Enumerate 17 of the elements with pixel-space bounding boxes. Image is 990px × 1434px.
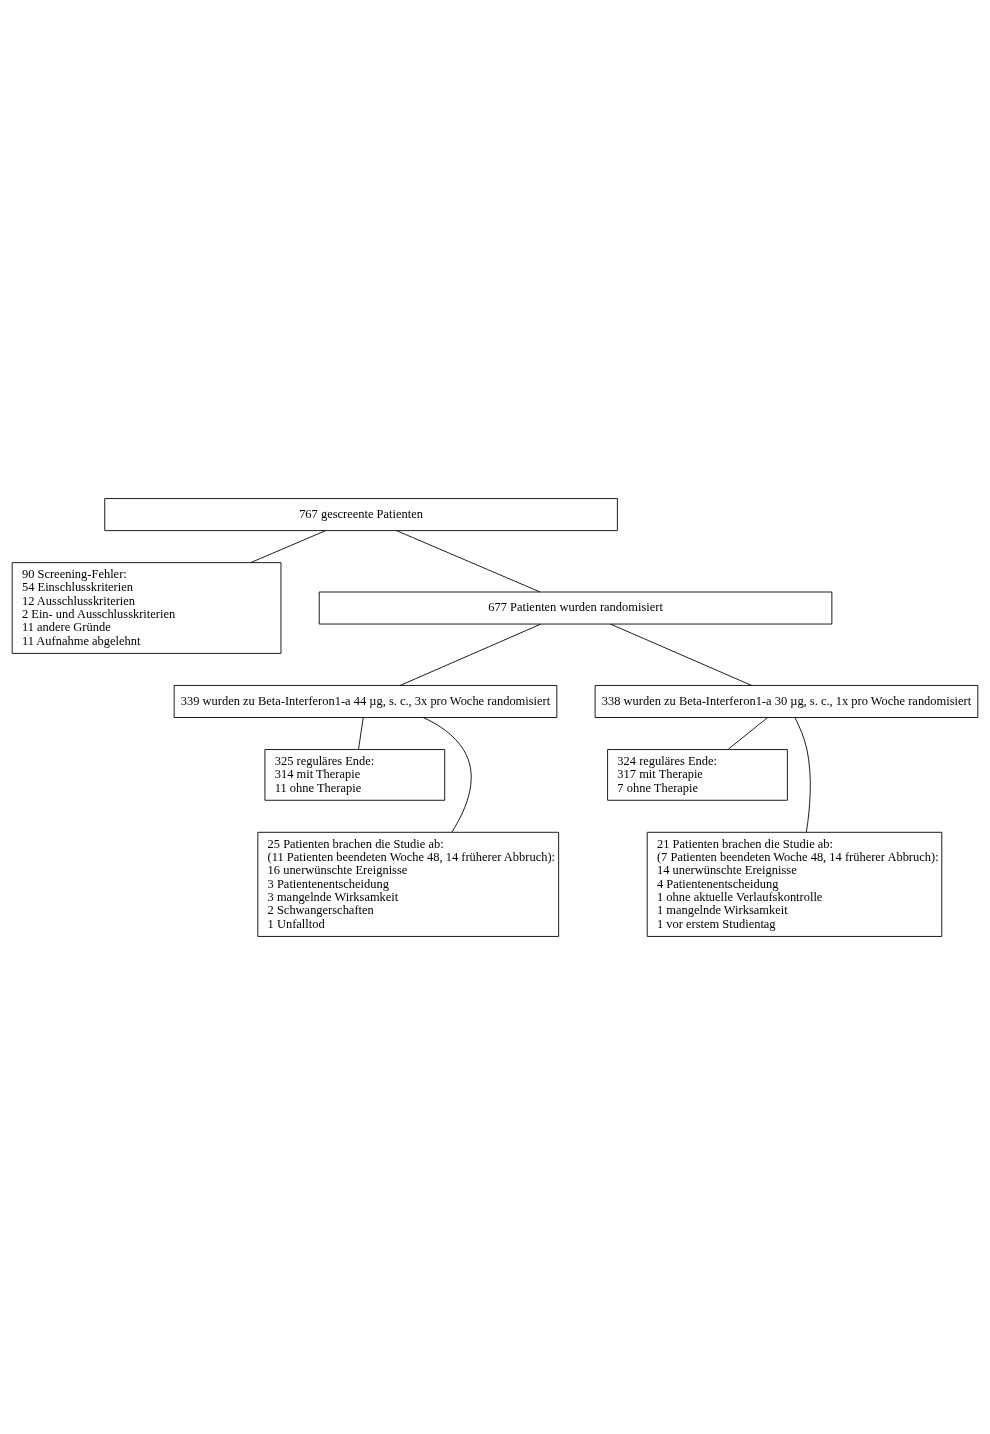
connector [727,716,769,750]
connector [609,623,753,686]
node-box: 338 wurden zu Beta-Interferon1-a 30 µg, s. c., 1x pro Woche randomisiert [594,684,979,718]
connector [250,529,327,563]
node-box: 677 Patienten wurden randomisiert [318,591,833,624]
node-box: 325 reguläres Ende: 314 mit Therapie 11 ohne Therapie [264,748,446,801]
node-box: 21 Patienten brachen die Studie ab: (7 Patienten beendeten Woche 48, 14 früherer Abbruch): 14 unerwünschte Ereignisse 4 Patientenentscheidung 1 ohne aktuelle Verlaufskontrolle 1 mangelnde Wirksamkeit 1 vor erstem Studientag [646,831,943,937]
node-box: 324 reguläres Ende: 317 mit Therapie 7 ohne Therapie [607,748,788,801]
connector [422,716,472,833]
node-box: 90 Screening-Fehler: 54 Einschlusskriterien 12 Ausschlusskriterien 2 Ein- und Ausschlusskriterien 11 andere Gründe 11 Aufnahme abgelehnt [11,561,282,654]
connector [794,716,811,833]
connector [358,716,364,750]
node-box: 25 Patienten brachen die Studie ab: (11 Patienten beendeten Woche 48, 14 früherer Abbruch): 16 unerwünschte Ereignisse 3 Patientenentscheidung 3 mangelnde Wirksamkeit 2 Schwangerschaften 1 Unfalltod [257,831,560,937]
connector [399,623,542,686]
node-box: 767 gescreente Patienten [104,497,618,531]
connector [396,529,541,592]
node-box: 339 wurden zu Beta-Interferon1-a 44 µg, s. c., 3x pro Woche randomisiert [173,684,558,718]
